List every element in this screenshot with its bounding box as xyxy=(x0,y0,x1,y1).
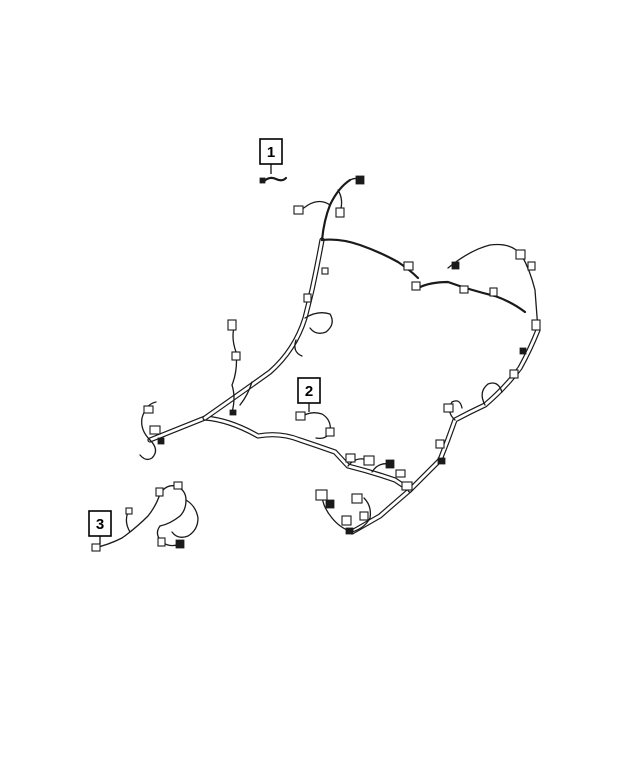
callout-1: 1 xyxy=(259,138,283,174)
callout-3: 3 xyxy=(88,510,112,544)
jumper-harness-part-1 xyxy=(259,176,288,184)
callout-2: 2 xyxy=(297,377,321,412)
main-floor-harness xyxy=(139,175,541,535)
callout-2-label: 2 xyxy=(305,383,313,400)
callout-3-label: 3 xyxy=(96,516,104,533)
callout-1-label: 1 xyxy=(267,144,275,161)
jumper-harness-part-3 xyxy=(91,481,199,552)
